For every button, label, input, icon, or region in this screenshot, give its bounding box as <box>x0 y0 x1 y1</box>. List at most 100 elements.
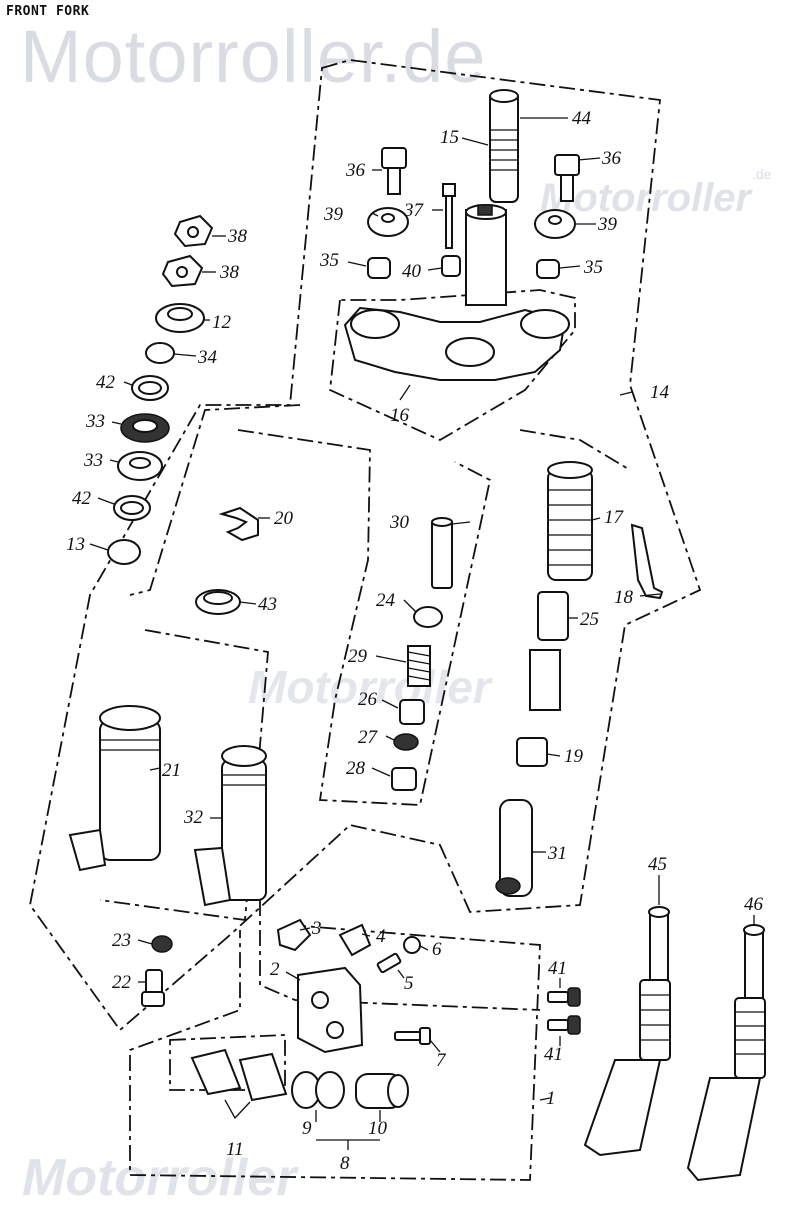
label-15: 15 <box>440 127 459 148</box>
label-37: 37 <box>403 200 425 221</box>
label-39-right: 39 <box>597 214 618 235</box>
label-34: 34 <box>197 347 218 368</box>
label-21: 21 <box>162 760 181 781</box>
oil-seal-43 <box>195 589 241 615</box>
bolt-36-right <box>554 154 580 202</box>
label-24: 24 <box>376 590 396 611</box>
nut-35-left <box>367 257 391 279</box>
frame-outline-left-leg <box>99 629 269 922</box>
label-32: 32 <box>183 807 204 828</box>
label-26: 26 <box>358 689 378 710</box>
bleeder-5 <box>376 952 402 974</box>
label-17: 17 <box>604 507 625 528</box>
label-5: 5 <box>404 973 414 994</box>
label-35-left: 35 <box>319 250 339 271</box>
race-34 <box>145 342 175 364</box>
label-45: 45 <box>648 854 667 875</box>
sleeve-25 <box>537 591 569 641</box>
label-31: 31 <box>547 843 567 864</box>
ball-retainer-42-lower <box>113 495 151 521</box>
label-40: 40 <box>402 261 422 282</box>
frame-outline-14 <box>29 59 702 1032</box>
spring-guide <box>529 649 561 711</box>
nut-40 <box>441 255 461 277</box>
brake-pad-right <box>238 1052 288 1102</box>
fork-assembly-46 <box>686 924 766 1182</box>
watermark-suffix: .de <box>752 166 772 182</box>
label-42-upper: 42 <box>96 372 116 393</box>
label-23: 23 <box>112 930 131 951</box>
label-8: 8 <box>340 1153 350 1174</box>
race-13 <box>107 539 141 565</box>
bolt-41-upper <box>547 987 581 1007</box>
label-3: 3 <box>311 918 322 939</box>
label-9: 9 <box>302 1118 312 1139</box>
label-6: 6 <box>432 939 442 960</box>
frame-outline-inner-rod <box>237 429 492 806</box>
bearing-33-upper <box>120 413 170 443</box>
label-18: 18 <box>614 587 634 608</box>
bush-26 <box>399 699 425 725</box>
locknut-38-upper <box>173 214 214 248</box>
ball-retainer-42-upper <box>131 375 169 401</box>
bush-19 <box>516 737 548 767</box>
spring-29 <box>407 645 431 687</box>
label-36-right: 36 <box>601 148 622 169</box>
label-1: 1 <box>546 1088 556 1109</box>
page-title: FRONT FORK <box>6 4 90 19</box>
clamp-18 <box>630 523 664 600</box>
leader-lines <box>89 117 755 1150</box>
label-28: 28 <box>346 758 366 779</box>
triple-clamp-16 <box>343 306 570 381</box>
label-20: 20 <box>274 508 294 529</box>
pin-4 <box>338 923 372 957</box>
fork-leg-21 <box>68 705 161 872</box>
watermark-text: Motorroller.de <box>20 15 487 98</box>
washer-27 <box>393 733 419 751</box>
seal-9 <box>291 1071 345 1109</box>
label-27: 27 <box>358 727 379 748</box>
label-10: 10 <box>368 1118 388 1139</box>
frame-outline-pad-box <box>169 1034 286 1091</box>
bearing-race-12 <box>155 303 205 333</box>
watermark-secondary-right: Motorroller <box>540 176 752 220</box>
label-41-upper: 41 <box>548 958 567 979</box>
fork-leg-32 <box>193 745 267 907</box>
ring-24 <box>413 606 443 628</box>
label-42-lower: 42 <box>72 488 92 509</box>
piston-10 <box>355 1073 409 1109</box>
label-22: 22 <box>112 972 132 993</box>
label-11: 11 <box>226 1139 244 1160</box>
label-41-lower: 41 <box>544 1044 563 1065</box>
label-38-upper: 38 <box>227 226 248 247</box>
watermark-secondary-bottom: Motorroller <box>22 1149 297 1207</box>
bolt-36-left <box>381 147 407 195</box>
dust-boot-17 <box>547 461 593 581</box>
washer-39-left <box>367 207 409 237</box>
frame-outline-caliper <box>259 900 541 1011</box>
steering-stem <box>465 204 507 306</box>
brake-pad-left <box>190 1048 242 1096</box>
label-25: 25 <box>580 609 599 630</box>
label-36-left: 36 <box>345 160 366 181</box>
bolt-41-lower <box>547 1015 581 1035</box>
caliper-2 <box>297 966 364 1054</box>
label-35-right: 35 <box>583 257 603 278</box>
label-19: 19 <box>564 746 584 767</box>
label-33-lower: 33 <box>83 450 103 471</box>
bearing-33-lower <box>117 451 163 481</box>
label-16: 16 <box>390 405 410 426</box>
label-44: 44 <box>572 108 592 129</box>
label-14: 14 <box>650 382 670 403</box>
watermark-secondary-middle: Motorroller <box>248 661 491 713</box>
label-13: 13 <box>66 534 85 555</box>
label-7: 7 <box>436 1050 447 1071</box>
label-33-upper: 33 <box>85 411 105 432</box>
cap-6 <box>403 936 421 954</box>
locknut-38-lower <box>161 254 204 288</box>
label-30: 30 <box>389 512 410 533</box>
bolt-7 <box>394 1027 431 1045</box>
bolt-37 <box>442 183 456 249</box>
nut-35-right <box>536 259 560 279</box>
label-39-left: 39 <box>323 204 344 225</box>
